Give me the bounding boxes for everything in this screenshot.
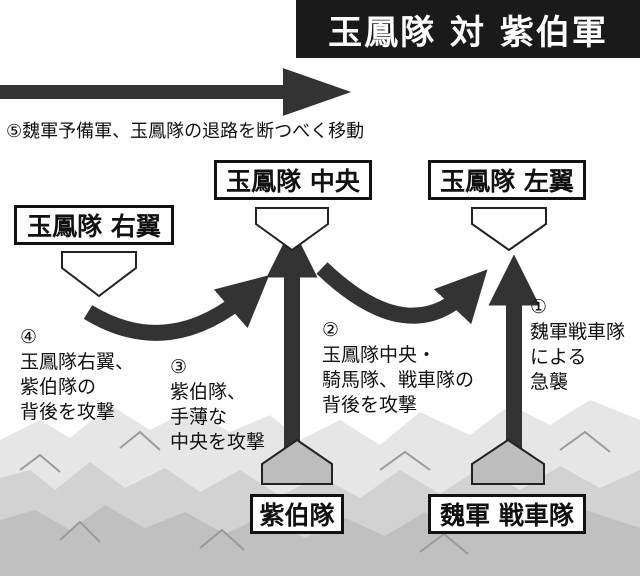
unit-label-shihaku: 紫伯隊 (250, 494, 344, 534)
unit-label-gi-chariots: 魏軍 戦車隊 (428, 494, 586, 534)
reserve-movement-arrow (0, 68, 352, 116)
caption-step-5: ⑤魏軍予備軍、玉鳳隊の退路を断つべく移動 (6, 121, 365, 142)
unit-label-right-wing: 玉鳳隊 右翼 (14, 205, 174, 245)
chariot-unit-marker (471, 438, 545, 485)
shihaku-unit-marker (261, 438, 333, 485)
left-wing-unit-marker (471, 207, 547, 252)
annotation-step-3: ③ 紫伯隊、 手薄な 中央を攻撃 (170, 356, 266, 453)
right-wing-flank-arrow (83, 275, 270, 341)
annotation-step-4: ④ 玉鳳隊右翼、 紫伯隊の 背後を攻撃 (20, 326, 135, 423)
center-unit-marker (255, 207, 329, 252)
unit-label-left-wing: 玉鳳隊 左翼 (428, 160, 586, 200)
mountain-terrain (0, 400, 640, 576)
center-rear-attack-arrow (316, 262, 488, 325)
right-wing-unit-marker (61, 251, 137, 298)
unit-label-center: 玉鳳隊 中央 (214, 160, 372, 200)
annotation-step-2: ② 玉鳳隊中央・ 騎馬隊、戦車隊の 背後を攻撃 (322, 319, 475, 416)
page-title: 玉鳳隊 対 紫伯軍 (296, 0, 640, 58)
annotation-step-1: ① 魏軍戦車隊 による 急襲 (530, 296, 626, 393)
